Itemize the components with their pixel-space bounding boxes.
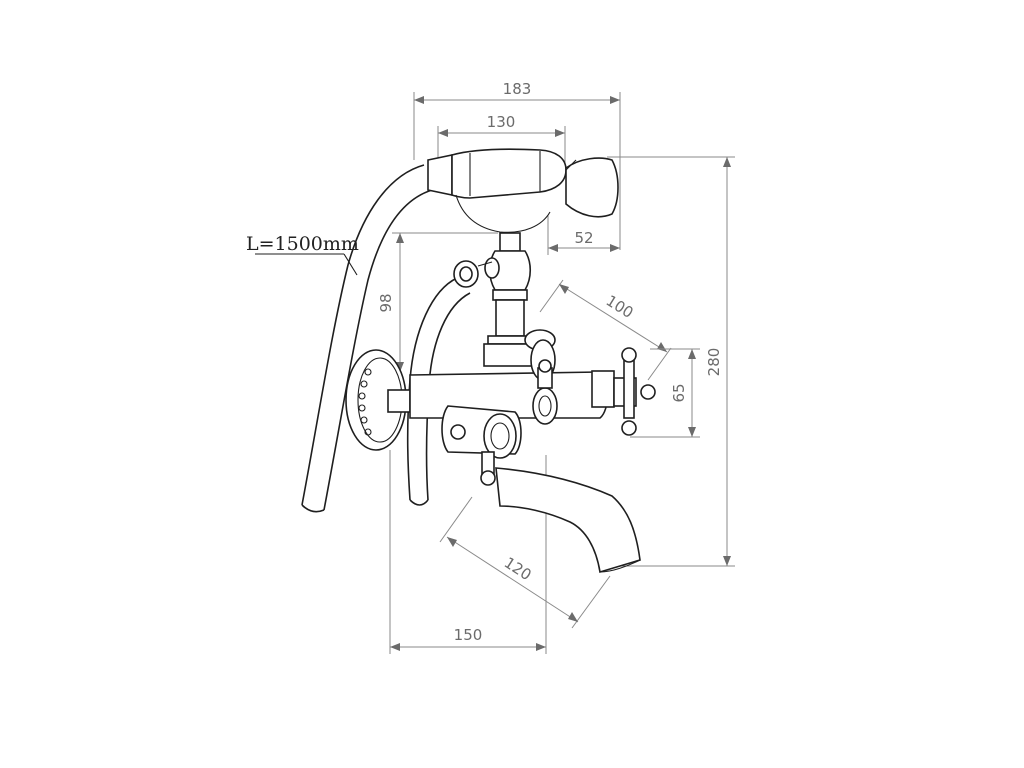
riser-column	[483, 232, 537, 367]
hose-length-label: L=1500mm	[246, 233, 359, 255]
dimension-riser-height-value: 98	[377, 293, 395, 312]
diverter-knob	[453, 257, 500, 288]
bath-spout	[495, 467, 641, 574]
dimension-base-width-value: 150	[454, 626, 483, 644]
hose-length-callout: L=1500mm	[246, 233, 359, 276]
dimension-riser-height: 98	[377, 232, 498, 372]
dimension-overall-height-value: 280	[705, 348, 723, 377]
hand-shower-handset	[427, 148, 619, 233]
dimension-spout-length-value: 120	[501, 553, 535, 584]
center-valve	[532, 359, 558, 425]
dimension-handle-height: 65	[630, 348, 700, 438]
lower-valve-assembly	[441, 405, 522, 486]
dimension-handset-length: 130	[437, 113, 566, 165]
dimension-handle-reach: 100	[539, 279, 672, 381]
dimension-handset-offset-value: 52	[574, 229, 593, 247]
dimension-handle-height-value: 65	[670, 383, 688, 402]
dimension-handset-length-value: 130	[487, 113, 516, 131]
dimension-handle-reach-value: 100	[603, 292, 637, 322]
dimension-overall-height: 280	[607, 156, 735, 567]
shower-hose	[301, 164, 433, 513]
wall-flange	[345, 349, 411, 451]
right-cross-handle	[591, 347, 656, 436]
dimension-overall-width-value: 183	[503, 80, 532, 98]
dimension-base-width: 150	[389, 450, 547, 654]
dimension-handset-offset: 52	[547, 215, 620, 255]
dimension-overall-width: 183	[413, 80, 621, 250]
